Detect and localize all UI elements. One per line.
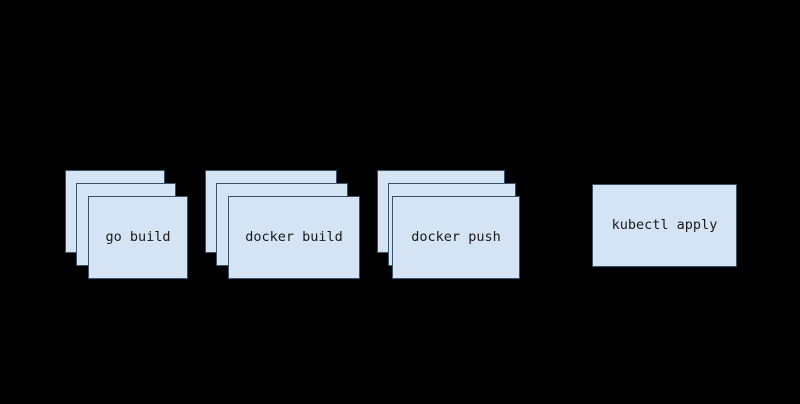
docker-push-label: docker push xyxy=(411,228,501,245)
docker-build-label: docker build xyxy=(245,228,343,245)
edge-go-build-to-docker-build-upper xyxy=(189,219,203,225)
kubectl-apply-box[interactable]: kubectl apply xyxy=(592,184,737,267)
kubectl-apply-label: kubectl apply xyxy=(611,216,718,233)
edge-docker-build-to-docker-push-upper xyxy=(361,219,375,225)
go-build-box[interactable]: go build xyxy=(88,196,188,279)
docker-push-box[interactable]: docker push xyxy=(392,196,520,279)
go-build-label: go build xyxy=(105,228,171,245)
docker-build-box[interactable]: docker build xyxy=(228,196,360,279)
